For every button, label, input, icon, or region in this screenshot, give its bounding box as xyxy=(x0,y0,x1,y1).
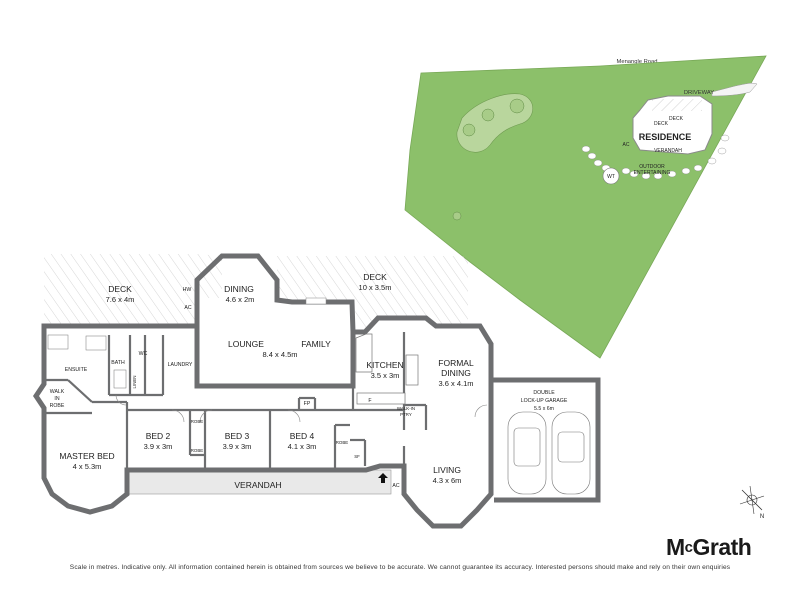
outdoor-label-2: ENTERTAINING xyxy=(634,170,671,176)
robe-label-2: ROBE xyxy=(191,448,204,453)
water-tank-icon xyxy=(602,167,620,185)
pantry-label-1: WALK-IN xyxy=(397,406,415,411)
tree-icon xyxy=(509,98,525,114)
garden-path xyxy=(581,134,730,180)
walk-in-robe-label-3: ROBE xyxy=(50,403,65,409)
formal-dining-name-2: DINING xyxy=(441,368,471,378)
ac-bottom-label: AC xyxy=(392,483,399,489)
formal-dining-name-1: FORMAL xyxy=(438,358,474,368)
walk-in-robe-label-1: WALK xyxy=(50,389,65,395)
compass-north-label: N xyxy=(760,514,764,520)
kitchen-island xyxy=(356,392,406,405)
site-residence-label: RESIDENCE xyxy=(639,132,692,142)
bathtub xyxy=(85,335,107,351)
deck-right-area xyxy=(277,256,468,332)
living-dim: 4.3 x 6m xyxy=(433,476,462,485)
vanity xyxy=(113,369,127,389)
linen-label: LINEN xyxy=(132,376,137,389)
formal-dining-dim: 3.6 x 4.1m xyxy=(438,379,473,388)
entry-arrow-icon xyxy=(378,473,388,483)
site-ac-label: AC xyxy=(623,142,630,148)
deck-right-dim: 10 x 3.5m xyxy=(359,283,392,292)
master-bed-name: MASTER BED xyxy=(59,451,114,461)
bed4-name: BED 4 xyxy=(290,431,315,441)
garage-label-1: DOUBLE xyxy=(533,390,555,396)
tree-icon xyxy=(481,108,495,122)
kitchen-name: KITCHEN xyxy=(366,360,403,370)
fireplace-label: FP xyxy=(304,401,311,407)
site-plan: Menangle Road DRIVEWAY DECK DECK RESIDEN… xyxy=(404,55,767,359)
fridge-label: F xyxy=(368,398,371,404)
laundry-label: LAUNDRY xyxy=(168,362,193,368)
shower xyxy=(47,334,69,350)
lounge-name: LOUNGE xyxy=(228,339,264,349)
car-icon xyxy=(507,411,591,495)
garage-label-2: LOCK-UP GARAGE xyxy=(521,398,568,404)
site-house-hatch xyxy=(652,99,702,111)
verandah-label: VERANDAH xyxy=(234,480,281,490)
garage-dim: 5.5 x 6m xyxy=(534,406,554,412)
site-deck-left: DECK xyxy=(654,121,669,127)
bed2-dim: 3.9 x 3m xyxy=(144,442,173,451)
deck-left-area xyxy=(44,254,222,326)
floor-plan: DECK 7.6 x 4m HW AC DINING 4.6 x 2m DECK… xyxy=(32,253,601,529)
driveway-label: DRIVEWAY xyxy=(684,90,714,96)
pantry-label-2: PTRY xyxy=(400,412,412,417)
site-verandah-label: VERANDAH xyxy=(654,148,682,154)
brand-logo: McGrath xyxy=(666,534,752,561)
compass-icon xyxy=(739,485,765,515)
tree-icon xyxy=(452,211,462,221)
outdoor-label-1: OUTDOOR xyxy=(639,164,665,170)
brand-logo-text-2: c xyxy=(684,539,693,556)
bed3-dim: 3.9 x 3m xyxy=(223,442,252,451)
dining-dim: 4.6 x 2m xyxy=(226,295,255,304)
robe-label-1: ROBE xyxy=(191,419,204,424)
deck-right-name: DECK xyxy=(363,272,387,282)
bed3-name: BED 3 xyxy=(225,431,250,441)
garage-wall xyxy=(491,377,601,503)
exterior-wall xyxy=(32,315,494,529)
deck-left-dim: 7.6 x 4m xyxy=(106,295,135,304)
disclaimer-text: Scale in metres. Indicative only. All in… xyxy=(69,564,731,571)
brand-logo-text-1: M xyxy=(666,534,685,560)
site-deck-right: DECK xyxy=(669,116,684,122)
bed2-name: BED 2 xyxy=(146,431,171,441)
verandah-area xyxy=(126,469,392,495)
robe-label-3: ROBE xyxy=(336,440,349,445)
road-label: Menangle Road xyxy=(617,59,658,65)
deck-left-name: DECK xyxy=(108,284,132,294)
door-swings xyxy=(115,394,488,423)
water-tank-label: WT xyxy=(607,174,615,180)
tree-icon xyxy=(462,123,476,137)
walk-in-robe-label-2: IN xyxy=(54,396,59,402)
dining-name: DINING xyxy=(224,284,254,294)
master-bed-dim: 4 x 5.3m xyxy=(73,462,102,471)
hot-water-label: HW xyxy=(183,287,192,293)
ac-top-label: AC xyxy=(184,305,191,311)
family-name: FAMILY xyxy=(301,339,331,349)
ensuite-label: ENSUITE xyxy=(65,367,88,373)
dining-bay-wall xyxy=(194,253,356,333)
deck-step xyxy=(305,297,327,305)
living-name: LIVING xyxy=(433,465,461,475)
brand-logo-text-3: Grath xyxy=(692,534,752,560)
shelf-label: SF xyxy=(354,454,360,459)
kitchen-counter xyxy=(355,333,373,373)
bath-label: BATH xyxy=(111,360,125,366)
lounge-family-dim: 8.4 x 4.5m xyxy=(262,350,297,359)
wc-label: WC xyxy=(139,351,148,357)
driveway xyxy=(711,82,758,97)
cooktop xyxy=(405,354,419,386)
kitchen-dim: 3.5 x 3m xyxy=(371,371,400,380)
bed4-dim: 4.1 x 3m xyxy=(288,442,317,451)
